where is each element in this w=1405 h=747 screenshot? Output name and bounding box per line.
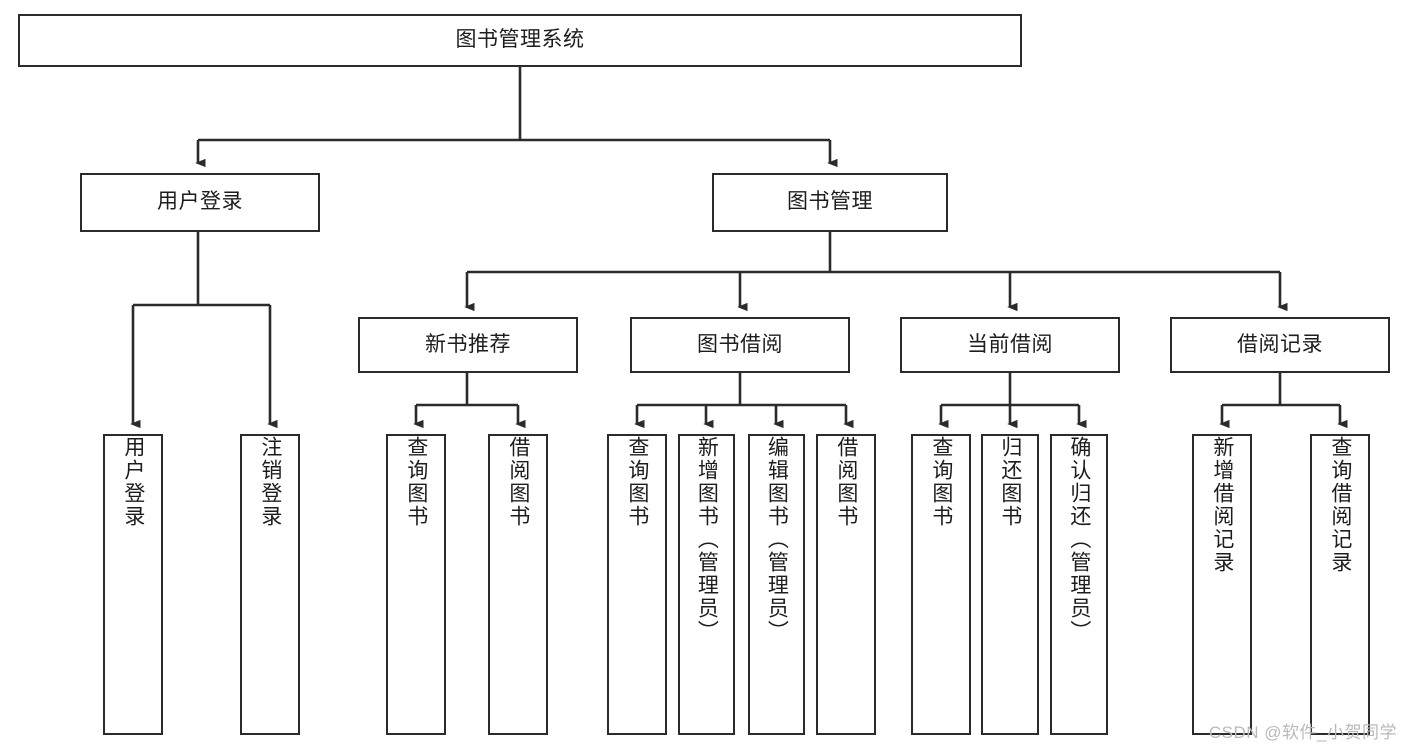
node-label: 新增借阅记录 xyxy=(1210,436,1234,574)
node-label: 查询图书 xyxy=(404,436,428,528)
node-user-login[interactable]: 用户登录 xyxy=(80,173,320,232)
watermark-text: CSDN @软件_小贺同学 xyxy=(1208,723,1397,742)
leaf-book-borrow-borrow[interactable]: 借阅图书 xyxy=(816,434,876,735)
node-label: 图书借阅 xyxy=(697,332,783,356)
node-label: 编辑图书（管理员） xyxy=(765,436,789,643)
node-book-borrow[interactable]: 图书借阅 xyxy=(630,317,850,373)
node-root-system[interactable]: 图书管理系统 xyxy=(18,14,1022,67)
node-label: 借阅图书 xyxy=(506,436,530,528)
leaf-borrow-record-add[interactable]: 新增借阅记录 xyxy=(1192,434,1252,735)
node-borrow-record[interactable]: 借阅记录 xyxy=(1170,317,1390,373)
node-label: 图书管理系统 xyxy=(455,28,585,52)
leaf-new-book-borrow[interactable]: 借阅图书 xyxy=(488,434,548,735)
leaf-book-borrow-edit[interactable]: 编辑图书（管理员） xyxy=(748,434,805,735)
node-book-management[interactable]: 图书管理 xyxy=(712,173,948,232)
leaf-new-book-query[interactable]: 查询图书 xyxy=(386,434,446,735)
leaf-user-login-logout[interactable]: 注销登录 xyxy=(240,434,300,735)
leaf-current-borrow-return[interactable]: 归还图书 xyxy=(981,434,1039,735)
node-current-borrow[interactable]: 当前借阅 xyxy=(900,317,1120,373)
leaf-user-login-login[interactable]: 用户登录 xyxy=(103,434,163,735)
node-label: 新增图书（管理员） xyxy=(695,436,719,643)
node-label: 借阅记录 xyxy=(1237,332,1323,356)
node-label: 图书管理 xyxy=(787,190,873,214)
node-label: 新书推荐 xyxy=(425,332,511,356)
leaf-borrow-record-query[interactable]: 查询借阅记录 xyxy=(1310,434,1370,735)
node-label: 归还图书 xyxy=(998,436,1022,528)
node-new-book-recommend[interactable]: 新书推荐 xyxy=(358,317,578,373)
node-label: 查询图书 xyxy=(929,436,953,528)
node-label: 确认归还（管理员） xyxy=(1067,436,1091,643)
leaf-book-borrow-query[interactable]: 查询图书 xyxy=(607,434,667,735)
node-label: 注销登录 xyxy=(258,436,282,528)
leaf-current-borrow-confirm-return[interactable]: 确认归还（管理员） xyxy=(1050,434,1108,735)
leaf-book-borrow-add[interactable]: 新增图书（管理员） xyxy=(678,434,735,735)
leaf-current-borrow-query[interactable]: 查询图书 xyxy=(911,434,971,735)
node-label: 用户登录 xyxy=(157,190,243,214)
node-label: 当前借阅 xyxy=(967,332,1053,356)
node-label: 用户登录 xyxy=(121,436,145,528)
node-label: 借阅图书 xyxy=(834,436,858,528)
node-label: 查询图书 xyxy=(625,436,649,528)
node-label: 查询借阅记录 xyxy=(1328,436,1352,574)
